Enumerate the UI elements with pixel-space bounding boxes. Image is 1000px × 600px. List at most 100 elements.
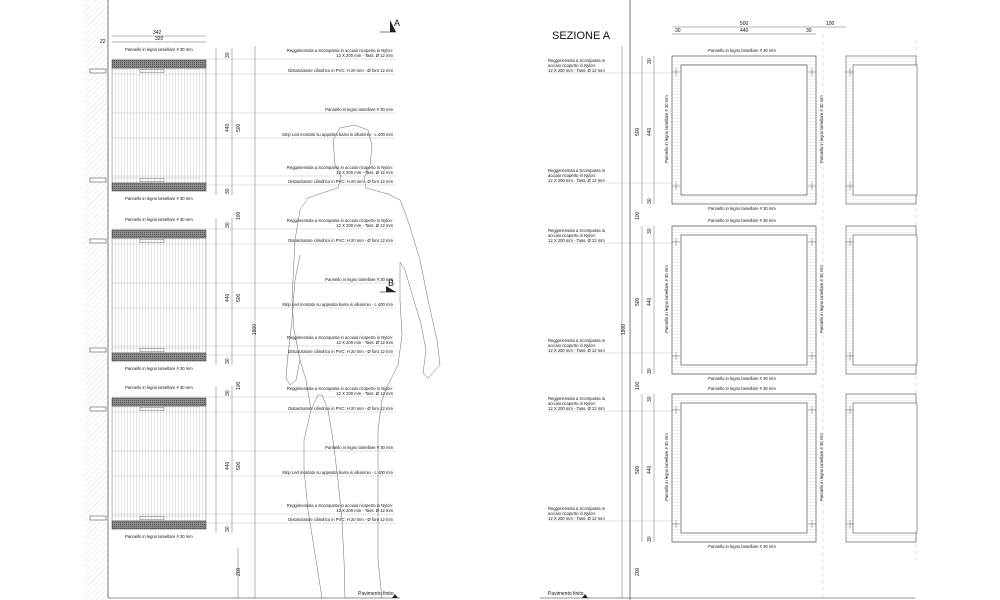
panel-label-bottom: Pannello in legno lamellare # 30 mm [125, 534, 193, 539]
dim-30-bottom: 30 [647, 536, 653, 542]
spacer-label-bottom: Distanziatore cilindrico in PVC: H 20 mm… [288, 179, 393, 184]
panel-label-top: Pannello in legno lamellare # 30 mm [708, 48, 776, 53]
spacer-cylinder [139, 407, 165, 411]
panel-top-dark [111, 229, 207, 239]
dim-440: 440 [647, 465, 653, 474]
bracket-label-bottom: 12 X 200 mm - Tass. Ø 12 mm [336, 170, 393, 175]
right-bracket-label: 12 X 200 mm - Tass. Ø 12 mm [548, 348, 605, 353]
spacer-label-top: Distanziatore cilindrico in PVC: H 20 mm… [288, 238, 393, 243]
wall-anchor [89, 515, 107, 521]
side-panel-label-right: Pannello in legno lamellare # 30 mm [819, 433, 824, 501]
bracket-label-bottom: Reggimensola a Scomparsa in acciaio rico… [287, 503, 393, 508]
wall-anchor [89, 68, 107, 74]
right-bracket-label: Reggimensola a Scomparsa in [548, 58, 606, 63]
dim-100: 100 [635, 211, 641, 220]
led-label: Strip Led montato su apposita barra in a… [282, 470, 393, 475]
panel-label-mid: Pannello in legno lamellare # 30 mm [325, 445, 393, 450]
spacer-label-bottom: Distanziatore cilindrico in PVC: H 20 mm… [288, 517, 393, 522]
panel-label-mid: Pannello in legno lamellare # 30 mm [325, 107, 393, 112]
bracket-label-top: 12 X 200 mm - Tass. Ø 12 mm [336, 391, 393, 396]
right-bracket-label: Reggimensola a Scomparsa in [548, 506, 606, 511]
wood-slat-panel [111, 405, 207, 522]
wall-hatch [84, 0, 108, 600]
human-silhouette [285, 124, 441, 599]
dim-200: 200 [236, 567, 242, 576]
panel-label-top: Pannello in legno lamellare # 30 mm [708, 218, 776, 223]
right-bracket-label: Reggimensola a Scomparsa in [548, 338, 606, 343]
shelf-groups-right: Pannello in legno lamellare # 30 mm Panne… [548, 48, 918, 576]
dim-right-1900: 1900 [621, 324, 627, 335]
shelf-group-left-1: Pannello in legno lamellare # 30 mm Reggi… [89, 47, 395, 220]
bracket-label-top: 12 X 200 mm - Tass. Ø 12 mm [336, 53, 393, 58]
wall-anchor [89, 347, 107, 353]
right-bracket-label: acciaio ricoperto in Nylon: [548, 63, 596, 68]
adjacent-box-inner [852, 64, 918, 196]
right-bracket-label: acciaio ricoperto in Nylon: [548, 401, 596, 406]
panel-bottom-dark [111, 182, 207, 192]
bracket-label-bottom: 12 X 200 mm - Tass. Ø 12 mm [336, 508, 393, 513]
right-bracket-label: 12 X 200 mm - Tass. Ø 12 mm [548, 238, 605, 243]
wall-anchor [89, 238, 107, 244]
floor-arrow-right [582, 594, 588, 598]
spacer-cylinder [139, 178, 165, 182]
dim-1900: 1900 [252, 324, 258, 335]
shelf-group-right-3: Pannello in legno lamellare # 30 mm Panne… [548, 386, 918, 576]
dim-right-total: 500 [740, 21, 749, 27]
right-bracket-label: acciaio ricoperto in Nylon: [548, 511, 596, 516]
side-panel-label-right: Pannello in legno lamellare # 30 mm [819, 265, 824, 333]
panel-label-top: Pannello in legno lamellare # 30 mm [125, 385, 193, 390]
side-panel-label-left: Pannello in legno lamellare # 30 mm [664, 433, 669, 501]
spacer-cylinder [139, 69, 165, 73]
panel-label-top: Pannello in legno lamellare # 30 mm [125, 47, 193, 52]
dim-100: 100 [236, 381, 242, 390]
panel-bottom-dark [111, 520, 207, 530]
wood-slat-panel [111, 237, 207, 354]
side-panel-label-right: Pannello in legno lamellare # 30 mm [819, 95, 824, 163]
dim-500: 500 [236, 461, 242, 470]
dim-440: 440 [225, 123, 231, 132]
dim-500: 500 [635, 465, 641, 474]
right-bracket-label: Reggimensola a Scomparsa in [548, 228, 606, 233]
dim-30-bottom: 30 [225, 358, 231, 364]
bracket-label-top: 12 X 200 mm - Tass. Ø 12 mm [336, 223, 393, 228]
right-bracket-label: 12 X 200 mm - Tass. Ø 12 mm [548, 178, 605, 183]
dim-500: 500 [635, 127, 641, 136]
dim-440: 440 [647, 127, 653, 136]
floor-label-right: Pavimento finito [548, 591, 584, 597]
dim-top-width2: 320 [155, 36, 164, 42]
dim-100: 100 [635, 381, 641, 390]
shelf-groups-left: Pannello in legno lamellare # 30 mm Reggi… [89, 47, 395, 539]
dim-30-bottom: 30 [225, 526, 231, 532]
dim-30-top: 30 [647, 58, 653, 64]
right-bracket-label: 12 X 200 mm - Tass. Ø 12 mm [548, 68, 605, 73]
dim-top-left: 22 [100, 39, 106, 45]
shelf-group-left-2: Pannello in legno lamellare # 30 mm Reggi… [89, 217, 395, 390]
side-panel-label-left: Pannello in legno lamellare # 30 mm [664, 95, 669, 163]
shelf-group-left-3: Pannello in legno lamellare # 30 mm Reggi… [89, 385, 395, 539]
dim-30-bottom: 30 [647, 368, 653, 374]
bracket-label-bottom: Reggimensola a Scomparsa in acciaio rico… [287, 165, 393, 170]
dim-30-bottom: 30 [647, 198, 653, 204]
bracket-label-top: Reggimensola a Scomparsa in acciaio rico… [287, 218, 393, 223]
dim-500: 500 [236, 123, 242, 132]
right-bracket-label: acciaio ricoperto in Nylon: [548, 233, 596, 238]
bracket-label-top: Reggimensola a Scomparsa in acciaio rico… [287, 48, 393, 53]
adjacent-box-inner [852, 234, 918, 366]
wood-slat-panel [111, 67, 207, 184]
dim-right-gap: 100 [826, 21, 835, 27]
spacer-label-bottom: Distanziatore cilindrico in PVC: H 20 mm… [288, 349, 393, 354]
panel-label-bottom: Pannello in legno lamellare # 30 mm [125, 196, 193, 201]
marker-b-label: B [388, 278, 394, 288]
spacer-cylinder [139, 348, 165, 352]
panel-label-bottom: Pannello in legno lamellare # 30 mm [708, 376, 776, 381]
dim-30-bottom: 30 [225, 188, 231, 194]
panel-label-top: Pannello in legno lamellare # 30 mm [125, 217, 193, 222]
led-label: Strip Led montato su apposita barra in a… [282, 132, 393, 137]
dim-30-top: 30 [225, 222, 231, 228]
floor-label-left: Pavimento finito [358, 591, 394, 597]
right-bracket-label: acciaio ricoperto in Nylon: [548, 173, 596, 178]
right-bracket-label: 12 X 200 mm - Tass. Ø 12 mm [548, 406, 605, 411]
spacer-label-top: Distanziatore cilindrico in PVC: H 20 mm… [288, 68, 393, 73]
